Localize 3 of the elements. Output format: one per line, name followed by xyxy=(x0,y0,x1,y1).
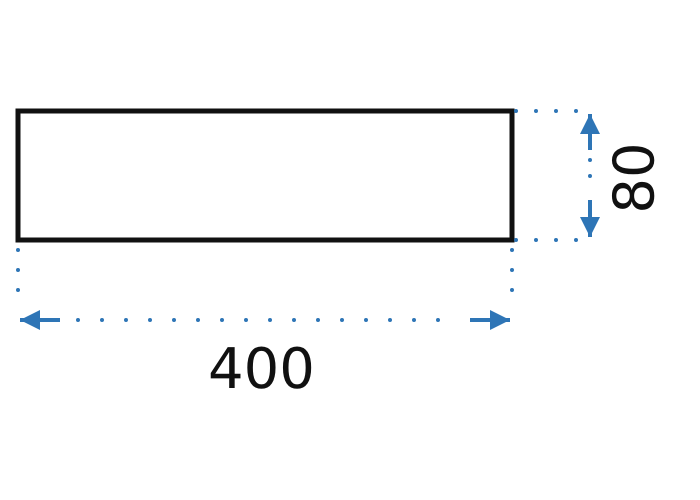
dimension-label: 80 xyxy=(608,142,664,214)
rectangle-outline xyxy=(16,108,514,242)
dimension-label: 400 xyxy=(208,342,315,398)
